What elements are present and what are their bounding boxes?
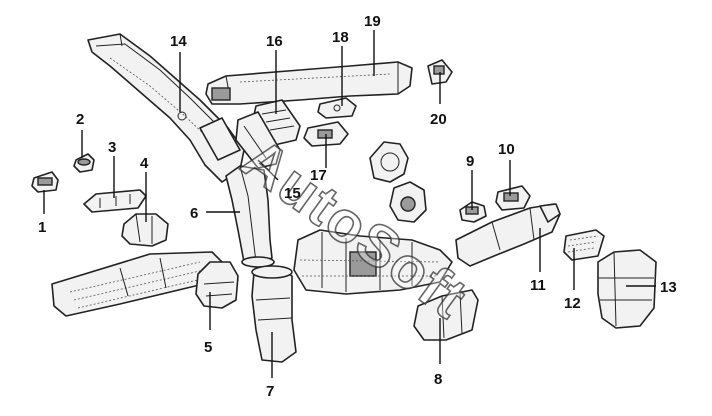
part-7-lower-duct — [251, 265, 297, 363]
part-12-filter — [563, 229, 605, 261]
part-actuator — [369, 141, 427, 223]
callout-13: 13 — [660, 279, 677, 296]
callout-labels: 1 2 3 4 5 6 7 8 9 10 11 12 13 14 15 16 1… — [38, 13, 677, 400]
part-11-right-duct — [455, 203, 561, 267]
callout-11: 11 — [530, 277, 546, 294]
callout-5: 5 — [204, 339, 212, 356]
callout-10: 10 — [498, 141, 515, 158]
callout-19: 19 — [364, 13, 381, 30]
callout-7: 7 — [266, 383, 274, 400]
leader-15 — [257, 159, 279, 181]
part-8-lower-duct — [413, 289, 479, 341]
part-18-bracket — [317, 97, 357, 119]
part-9 — [459, 201, 487, 223]
callout-14: 14 — [170, 33, 187, 50]
callout-1: 1 — [38, 219, 46, 236]
part-1 — [31, 171, 59, 193]
part-5 — [195, 261, 239, 309]
part-3 — [83, 189, 147, 213]
callout-2: 2 — [76, 111, 84, 128]
part-6-vertical-duct — [225, 165, 275, 268]
part-15-duct-piece — [235, 111, 281, 169]
callout-6: 6 — [190, 205, 198, 222]
part-heater-housing — [293, 229, 453, 295]
callout-3: 3 — [108, 139, 116, 156]
callout-18: 18 — [332, 29, 349, 46]
part-10 — [495, 185, 531, 211]
part-13-blower-box — [597, 249, 657, 329]
part-2 — [73, 153, 95, 173]
callout-15: 15 — [284, 185, 301, 202]
callout-9: 9 — [466, 153, 474, 170]
callout-20: 20 — [430, 111, 447, 128]
part-4 — [121, 213, 169, 247]
callout-8: 8 — [434, 371, 442, 388]
part-19-upper-duct — [205, 61, 413, 105]
part-14-long-duct — [87, 33, 245, 183]
callout-16: 16 — [266, 33, 283, 50]
callout-17: 17 — [310, 167, 327, 184]
callout-4: 4 — [140, 155, 149, 172]
leader-lines — [43, 30, 656, 378]
callout-12: 12 — [564, 295, 581, 312]
